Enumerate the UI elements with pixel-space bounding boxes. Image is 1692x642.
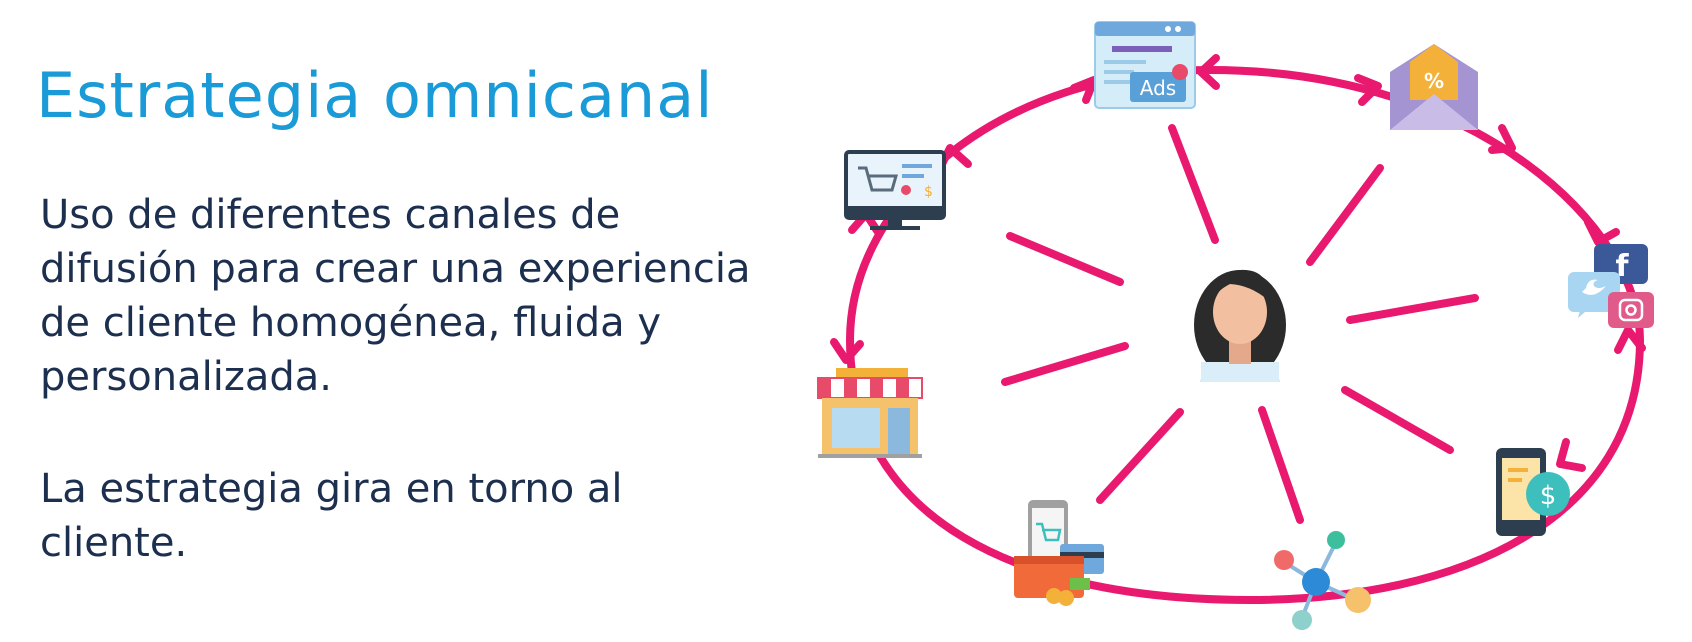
text-line: de cliente homogénea, fluida y — [40, 300, 662, 346]
text-line: personalizada. — [40, 354, 332, 400]
coupon-label: % — [1424, 69, 1444, 93]
text-line: difusión para crear una experiencia — [40, 246, 751, 292]
customer-avatar-icon — [1194, 269, 1286, 382]
radial-arrows — [1001, 124, 1479, 524]
text-line: Uso de diferentes canales de — [40, 192, 621, 238]
email-coupon-icon: % — [1390, 44, 1478, 130]
ring-arrowheads — [830, 54, 1646, 472]
network-graph-icon — [1274, 531, 1371, 630]
mobile-payment-icon: $ — [1496, 448, 1570, 536]
svg-text:$: $ — [924, 184, 933, 200]
text-line: cliente. — [40, 520, 188, 566]
payment-label: $ — [1540, 481, 1557, 511]
text-line: La estrategia gira en torno al — [40, 466, 623, 512]
storefront-icon — [817, 368, 923, 458]
social-media-icon: f — [1568, 244, 1654, 328]
description-paragraph: Uso de diferentes canales de difusión pa… — [40, 188, 820, 404]
page-title: Estrategia omnicanal — [36, 59, 714, 132]
desktop-shop-icon: $ — [844, 150, 946, 230]
mobile-shopping-icon — [1014, 500, 1104, 606]
summary-paragraph: La estrategia gira en torno al cliente. — [40, 462, 820, 570]
ads-browser-icon: Ads — [1094, 21, 1196, 109]
ads-label: Ads — [1140, 76, 1176, 100]
